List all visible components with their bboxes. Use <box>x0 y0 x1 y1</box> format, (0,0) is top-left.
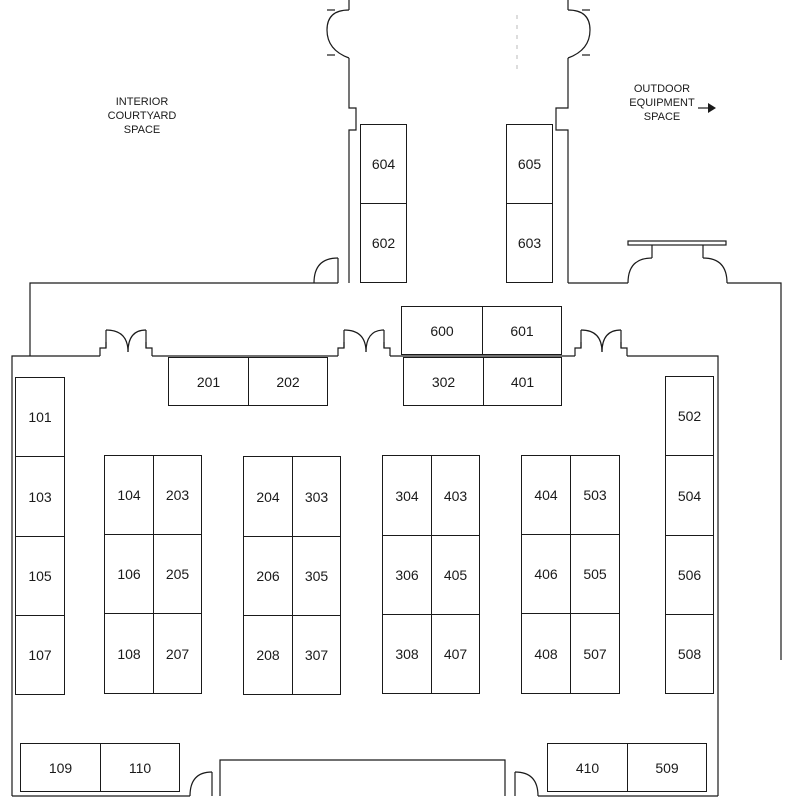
booth-405[interactable]: 405 <box>431 535 480 615</box>
booth-410[interactable]: 410 <box>547 743 628 792</box>
booth-505[interactable]: 505 <box>570 534 620 614</box>
booth-110[interactable]: 110 <box>100 743 180 792</box>
booth-109[interactable]: 109 <box>20 743 101 792</box>
booth-202[interactable]: 202 <box>248 357 328 406</box>
booth-401[interactable]: 401 <box>483 357 562 406</box>
door-swing-icon <box>580 329 603 353</box>
door-swing-icon <box>105 329 129 353</box>
booth-103[interactable]: 103 <box>15 456 65 537</box>
arrow-right-icon <box>698 103 716 113</box>
interior-courtyard-label: INTERIOR COURTYARD SPACE <box>100 95 184 137</box>
outdoor-equipment-label: OUTDOOR EQUIPMENT SPACE <box>620 82 704 124</box>
booth-504[interactable]: 504 <box>665 455 714 536</box>
booth-602[interactable]: 602 <box>360 203 407 283</box>
door-swing-icon <box>627 257 653 284</box>
main-hall-wall-top-right <box>627 355 719 796</box>
label-line: COURTYARD <box>107 110 177 122</box>
booth-303[interactable]: 303 <box>292 456 341 537</box>
booth-408[interactable]: 408 <box>521 613 571 694</box>
booth-600[interactable]: 600 <box>401 306 483 355</box>
door-swing-icon <box>189 771 213 797</box>
door-swing-icon <box>326 9 350 59</box>
booth-605[interactable]: 605 <box>506 124 553 204</box>
booth-101[interactable]: 101 <box>15 377 65 457</box>
booth-201[interactable]: 201 <box>168 357 249 406</box>
booth-107[interactable]: 107 <box>15 615 65 695</box>
label-line: SPACE <box>123 124 161 136</box>
label-line: INTERIOR <box>115 96 169 108</box>
booth-207[interactable]: 207 <box>153 613 202 694</box>
booth-403[interactable]: 403 <box>431 455 480 536</box>
booth-206[interactable]: 206 <box>243 536 293 616</box>
booth-208[interactable]: 208 <box>243 615 293 695</box>
door-swing-icon <box>343 329 367 353</box>
main-hall-wall <box>11 355 100 796</box>
booth-503[interactable]: 503 <box>570 455 620 535</box>
booth-106[interactable]: 106 <box>104 534 154 614</box>
booth-105[interactable]: 105 <box>15 536 65 616</box>
booth-108[interactable]: 108 <box>104 613 154 694</box>
booth-104[interactable]: 104 <box>104 455 154 535</box>
booth-306[interactable]: 306 <box>382 535 432 615</box>
booth-302[interactable]: 302 <box>403 357 484 406</box>
label-line: SPACE <box>643 111 681 123</box>
booth-502[interactable]: 502 <box>665 376 714 456</box>
booth-305[interactable]: 305 <box>292 536 341 616</box>
booth-407[interactable]: 407 <box>431 614 480 694</box>
booth-304[interactable]: 304 <box>382 455 432 536</box>
booth-509[interactable]: 509 <box>627 743 707 792</box>
booth-406[interactable]: 406 <box>521 534 571 614</box>
booth-307[interactable]: 307 <box>292 615 341 695</box>
booth-604[interactable]: 604 <box>360 124 407 204</box>
label-line: EQUIPMENT <box>629 97 695 109</box>
booth-205[interactable]: 205 <box>153 534 202 614</box>
booth-204[interactable]: 204 <box>243 456 293 537</box>
door-swing-icon <box>313 257 339 284</box>
booth-603[interactable]: 603 <box>506 203 553 283</box>
booth-506[interactable]: 506 <box>665 535 714 615</box>
booth-601[interactable]: 601 <box>482 306 562 355</box>
booth-507[interactable]: 507 <box>570 613 620 694</box>
booth-508[interactable]: 508 <box>665 614 714 694</box>
booth-404[interactable]: 404 <box>521 455 571 535</box>
booth-308[interactable]: 308 <box>382 614 432 694</box>
label-line: OUTDOOR <box>633 83 691 95</box>
booth-203[interactable]: 203 <box>153 455 202 535</box>
